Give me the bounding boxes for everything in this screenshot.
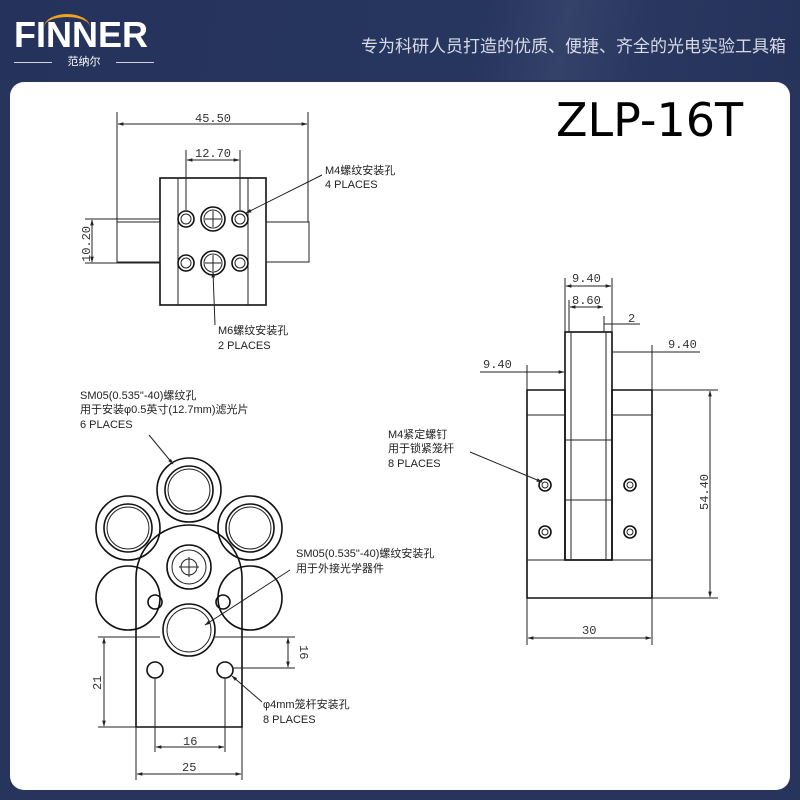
set-screw <box>215 594 231 610</box>
header-banner: FINNER 范纳尔 专为科研人员打造的优质、便捷、齐全的光电实验工具箱 <box>0 0 800 80</box>
drawing-card <box>10 82 790 790</box>
m4-set-screw <box>623 525 637 539</box>
set-screw-label-1: M4紧定螺钉 <box>388 427 447 441</box>
m4-label: M4螺纹安装孔 <box>325 163 395 177</box>
cage-rod-hole <box>216 661 234 679</box>
dim-9-40-left: 9.40 <box>483 358 512 372</box>
slogan: 专为科研人员打造的优质、便捷、齐全的光电实验工具箱 <box>361 37 786 56</box>
m4-hole <box>177 210 195 228</box>
m4-set-screw <box>538 525 552 539</box>
model-title: ZLP-16T <box>556 93 744 147</box>
mount-hole <box>162 603 216 657</box>
dim-21: 21 <box>91 676 105 690</box>
dim-25: 25 <box>182 761 196 775</box>
finner-logo: FINNER 范纳尔 <box>14 14 154 72</box>
m6-places: 2 PLACES <box>218 340 271 352</box>
m6-label: M6螺纹安装孔 <box>218 323 288 337</box>
side-view: 9.40 8.60 2 9.40 9.40 54.40 30 M4紧定螺钉 用于… <box>388 272 718 645</box>
m4-hole <box>231 210 249 228</box>
dim-10-20: 10.20 <box>80 226 94 262</box>
set-screw-places: 8 PLACES <box>388 458 441 470</box>
mount-label-1: SM05(0.535"-40)螺纹安装孔 <box>296 546 434 560</box>
dim-54-40: 54.40 <box>698 474 712 510</box>
dim-16-vertical: 16 <box>296 645 310 659</box>
set-screw <box>147 594 163 610</box>
logo-subtitle: 范纳尔 <box>14 56 154 69</box>
mount-label-2: 用于外接光学器件 <box>296 561 384 575</box>
m4-hole <box>177 254 195 272</box>
dim-12-70: 12.70 <box>195 147 231 161</box>
cage-places: 8 PLACES <box>263 714 316 726</box>
center-sm05-mount <box>166 544 212 590</box>
logo-arc-icon <box>44 14 90 27</box>
filter-wheel-outline <box>95 457 283 631</box>
front-view: 16 25 21 16 SM05(0.535"-40)螺纹孔 用于安装φ0.5英… <box>80 388 434 780</box>
cage-label-1: φ4mm笼杆安装孔 <box>263 697 350 711</box>
m4-set-screw <box>538 478 552 492</box>
dim-16-horizontal: 16 <box>183 735 197 749</box>
dim-30: 30 <box>582 624 596 638</box>
dim-2: 2 <box>628 312 635 326</box>
dim-9-40-top: 9.40 <box>572 272 601 286</box>
m4-hole <box>231 254 249 272</box>
top-view: 45.50 12.70 10.20 M4螺纹安装孔 4 PLACES M6螺纹安… <box>80 112 395 352</box>
m4-places: 4 PLACES <box>325 179 378 191</box>
dim-9-40-right: 9.40 <box>668 338 697 352</box>
dim-8-60: 8.60 <box>572 294 601 308</box>
set-screw-label-2: 用于锁紧笼杆 <box>388 441 454 455</box>
m6-hole <box>200 250 226 276</box>
sm05-label-2: 用于安装φ0.5英寸(12.7mm)滤光片 <box>80 402 249 416</box>
sm05-hole <box>103 503 153 553</box>
logo-text: FINNER <box>14 14 148 55</box>
m4-set-screw <box>623 478 637 492</box>
sm05-hole <box>225 503 275 553</box>
sm05-places: 6 PLACES <box>80 419 133 431</box>
m6-hole <box>200 206 226 232</box>
cage-rod-hole <box>146 661 164 679</box>
sm05-hole <box>164 465 214 515</box>
dim-45-50: 45.50 <box>195 112 231 126</box>
sm05-label-1: SM05(0.535"-40)螺纹孔 <box>80 388 196 402</box>
